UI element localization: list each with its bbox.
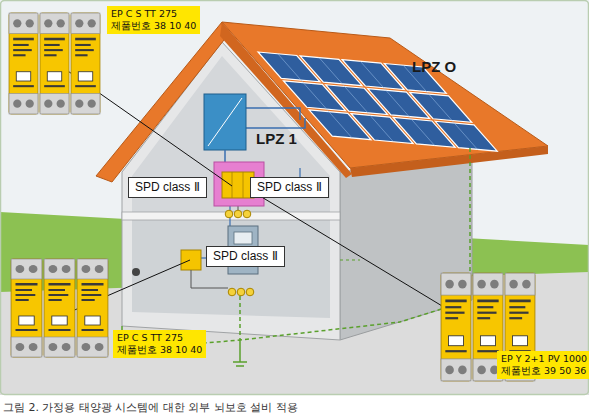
roof-plane	[222, 22, 548, 168]
inverter-mark	[208, 98, 242, 146]
zone-label: LPZ 1	[256, 130, 297, 147]
label-text: EP C S TT 275	[111, 8, 196, 20]
spd-class-label: SPD class Ⅱ	[128, 177, 207, 198]
label-text: SPD class Ⅱ	[257, 180, 322, 195]
spd-module	[40, 13, 69, 114]
earth-terminal	[228, 288, 236, 296]
ground-room	[132, 220, 330, 318]
earth-conductor	[340, 259, 360, 260]
earth-terminal	[243, 210, 251, 218]
spd-class-label: SPD class Ⅱ	[250, 177, 329, 198]
earth-symbol	[236, 365, 244, 367]
meter-dial	[234, 232, 252, 244]
product-label: EP C S TT 275제품번호 38 10 40	[113, 330, 206, 358]
earth-terminal	[237, 288, 245, 296]
spd-product-photo	[11, 259, 108, 357]
earth-rod	[239, 340, 241, 362]
label-text: 제품번호 38 10 40	[117, 344, 202, 356]
label-text: SPD class Ⅱ	[213, 249, 278, 264]
spd-module	[44, 259, 75, 357]
spd-module	[77, 259, 108, 357]
earth-terminal	[225, 210, 233, 218]
inverter	[204, 94, 246, 150]
socket	[132, 268, 140, 276]
label-text: 제품번호 39 50 36	[501, 365, 587, 377]
spd-module	[71, 13, 100, 114]
label-text: 제품번호 38 10 40	[111, 20, 196, 32]
zone-label: LPZ O	[412, 58, 456, 75]
label-text: EP C S TT 275	[117, 332, 202, 344]
roof-fascia	[350, 146, 548, 177]
earth-conductor	[240, 296, 400, 340]
figure-caption: 그림 2. 가정용 태양광 시스템에 대한 외부 뇌보호 설비 적용	[3, 400, 298, 415]
spd-module	[11, 259, 42, 357]
solar-panel	[410, 92, 472, 122]
earth-symbol	[233, 361, 247, 363]
earth-terminal	[234, 210, 242, 218]
spd-device	[181, 250, 201, 270]
sky	[0, 0, 589, 395]
label-text: SPD class Ⅱ	[135, 180, 200, 195]
spd-module	[441, 273, 471, 381]
product-label: EP C S TT 275제품번호 38 10 40	[107, 6, 200, 34]
spd-module-split	[243, 172, 244, 198]
earth-wire	[191, 270, 192, 288]
label-text: EP Y 2+1 PV 1000	[501, 353, 587, 365]
earth-wire	[191, 288, 228, 289]
frame	[1, 1, 589, 395]
solar-panel	[435, 121, 497, 151]
earth-terminal	[246, 288, 254, 296]
dc-cable	[246, 108, 300, 120]
dc-cable	[246, 118, 305, 128]
spd-module	[9, 13, 38, 114]
product-label: EP Y 2+1 PV 1000제품번호 39 50 36	[497, 351, 589, 379]
spd-product-photo	[9, 13, 100, 114]
spd-class-label: SPD class Ⅱ	[206, 246, 285, 267]
panel-cells	[278, 54, 478, 150]
spd-module-split	[232, 172, 233, 198]
